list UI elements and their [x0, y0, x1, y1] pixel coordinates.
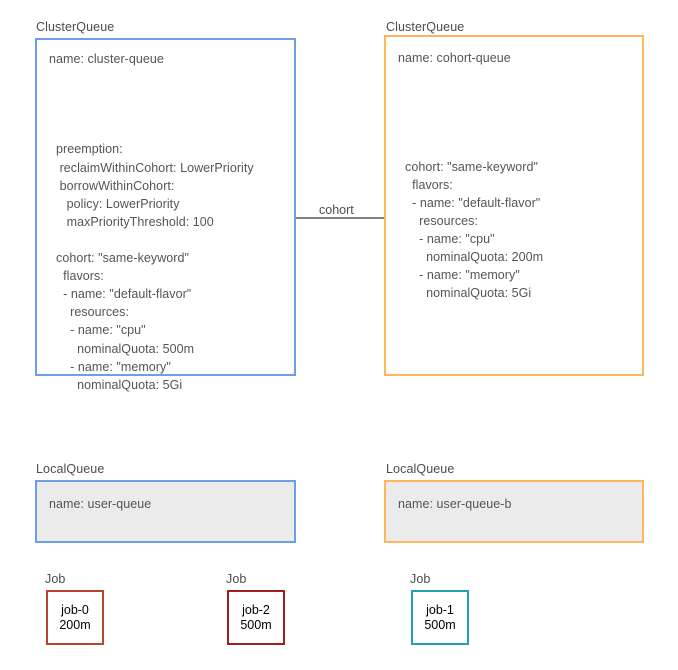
cluster-queue-left-label: ClusterQueue: [36, 20, 115, 34]
local-queue-right-box[interactable]: name: user-queue-b: [384, 480, 644, 543]
local-queue-left-label: LocalQueue: [36, 462, 105, 476]
local-queue-right-body: name: user-queue-b: [398, 497, 512, 511]
job-1-box[interactable]: job-1 500m: [411, 590, 469, 645]
cluster-queue-right-body: name: cohort-queue cohort: "same-keyword…: [398, 51, 544, 301]
local-queue-left-body: name: user-queue: [49, 497, 152, 511]
cohort-edge-line: [296, 217, 384, 219]
job-2-box[interactable]: job-2 500m: [227, 590, 285, 645]
cluster-queue-right-label: ClusterQueue: [386, 20, 465, 34]
local-queue-left-box[interactable]: name: user-queue: [35, 480, 296, 543]
local-queue-right-label: LocalQueue: [386, 462, 455, 476]
job-1-name: job-1: [426, 602, 454, 617]
job-0-label: Job: [45, 572, 66, 586]
cluster-queue-left-body: name: cluster-queue preemption: reclaimW…: [49, 52, 254, 392]
job-0-quota: 200m: [59, 617, 91, 632]
job-2-quota: 500m: [240, 617, 272, 632]
job-2-label: Job: [226, 572, 247, 586]
job-0-box[interactable]: job-0 200m: [46, 590, 104, 645]
job-1-quota: 500m: [424, 617, 456, 632]
job-1-label: Job: [410, 572, 431, 586]
cohort-edge-label: cohort: [316, 203, 357, 217]
job-0-name: job-0: [61, 602, 89, 617]
job-2-name: job-2: [242, 602, 270, 617]
cluster-queue-right-box[interactable]: name: cohort-queue cohort: "same-keyword…: [384, 35, 644, 376]
cluster-queue-left-box[interactable]: name: cluster-queue preemption: reclaimW…: [35, 38, 296, 392]
